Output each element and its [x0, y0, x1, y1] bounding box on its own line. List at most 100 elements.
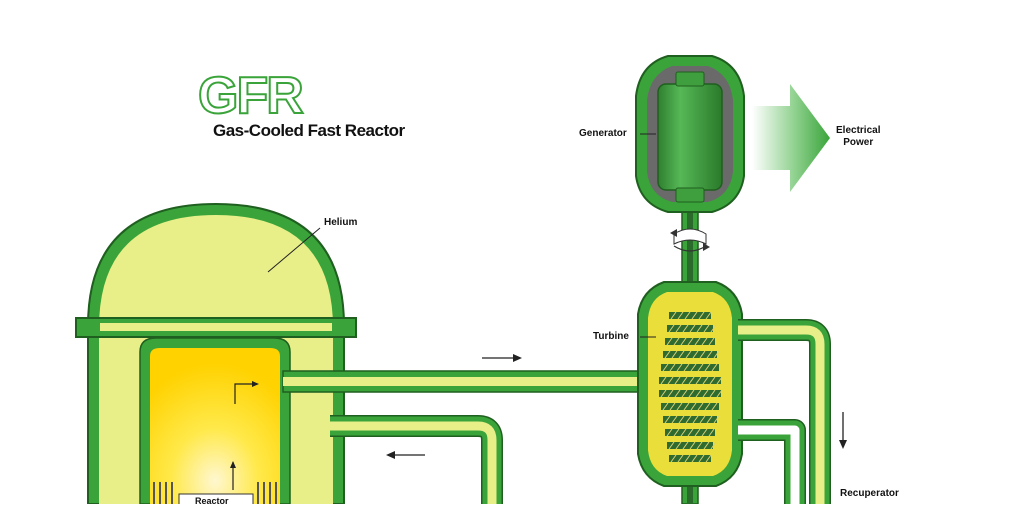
blade-hatch — [678, 350, 685, 359]
blade-hatch — [670, 454, 677, 463]
blade-hatch — [706, 415, 713, 424]
reactor-core — [139, 337, 291, 504]
blade-hatch — [697, 363, 704, 372]
blade-hatch — [684, 311, 691, 320]
blade-hatch — [702, 376, 709, 385]
blade-hatch — [668, 324, 675, 333]
blade-hatch — [688, 389, 695, 398]
blade-hatch — [692, 350, 699, 359]
blade-hatch — [711, 402, 718, 411]
blade-hatch — [716, 376, 723, 385]
blade-hatch — [705, 311, 712, 320]
blade-hatch — [711, 363, 718, 372]
flow-arrow-corner-icon — [234, 383, 256, 404]
gfr-logo: GFR — [197, 66, 305, 126]
blade-hatch — [681, 376, 688, 385]
electrical-power-label: Electrical Power — [836, 125, 881, 148]
blade-hatch — [681, 389, 688, 398]
blade-hatch — [688, 376, 695, 385]
blade-hatch — [689, 441, 696, 450]
blade-hatch — [677, 311, 684, 320]
blade-hatch — [674, 376, 681, 385]
turbine-blade-row — [661, 364, 719, 371]
blade-hatch — [673, 428, 680, 437]
shaft-coupling-icon — [670, 228, 710, 252]
turbine-blade-row — [669, 455, 711, 462]
blade-hatch — [690, 363, 697, 372]
blade-hatch — [699, 350, 706, 359]
blade-hatch — [680, 428, 687, 437]
blade-hatch — [687, 428, 694, 437]
recuperator-loop — [738, 319, 831, 504]
turbine-blade-row — [659, 377, 721, 384]
blade-hatch — [662, 402, 669, 411]
blade-hatch — [685, 415, 692, 424]
blade-hatch — [676, 363, 683, 372]
blade-hatch — [702, 389, 709, 398]
blade-hatch — [699, 415, 706, 424]
blade-hatch — [668, 441, 675, 450]
blade-hatch — [667, 376, 674, 385]
blade-hatch — [675, 324, 682, 333]
turbine-blade-row — [663, 351, 717, 358]
blade-hatch — [706, 350, 713, 359]
turbine-label: Turbine — [593, 331, 629, 342]
blade-hatch — [691, 454, 698, 463]
blade-hatch — [709, 389, 716, 398]
helium-label: Helium — [324, 217, 358, 228]
blade-hatch — [713, 350, 720, 359]
blade-hatch — [666, 428, 673, 437]
blade-hatch — [703, 441, 710, 450]
blade-hatch — [705, 454, 712, 463]
blade-hatch — [692, 415, 699, 424]
blade-hatch — [660, 389, 667, 398]
recuperator-label: Recuperator — [840, 488, 899, 499]
blade-hatch — [689, 324, 696, 333]
blade-hatch — [683, 402, 690, 411]
blade-hatch — [691, 311, 698, 320]
blade-hatch — [676, 402, 683, 411]
blade-hatch — [703, 324, 710, 333]
blade-hatch — [698, 311, 705, 320]
blade-hatch — [685, 350, 692, 359]
blade-hatch — [697, 402, 704, 411]
blade-hatch — [670, 311, 677, 320]
turbine-blades — [659, 311, 723, 463]
turbine — [637, 281, 743, 487]
blade-hatch — [696, 441, 703, 450]
blade-hatch — [669, 363, 676, 372]
blade-hatch — [664, 415, 671, 424]
blade-hatch — [701, 337, 708, 346]
blade-hatch — [680, 337, 687, 346]
blade-hatch — [660, 376, 667, 385]
blade-hatch — [710, 324, 717, 333]
turbine-blade-row — [659, 390, 721, 397]
blade-hatch — [684, 454, 691, 463]
turbine-blade-row — [663, 416, 717, 423]
blade-hatch — [710, 441, 717, 450]
return-duct — [330, 415, 503, 504]
blade-hatch — [671, 415, 678, 424]
blade-hatch — [695, 376, 702, 385]
logo-subtitle: Gas-Cooled Fast Reactor — [213, 121, 405, 140]
flow-arrow-left-icon — [386, 451, 425, 459]
blade-hatch — [673, 337, 680, 346]
blade-hatch — [694, 428, 701, 437]
turbine-blade-row — [667, 325, 713, 332]
blade-hatch — [698, 454, 705, 463]
blade-hatch — [690, 402, 697, 411]
reactor-label-box — [178, 493, 254, 504]
blade-hatch — [682, 324, 689, 333]
blade-hatch — [682, 441, 689, 450]
turbine-blade-row — [661, 403, 719, 410]
blade-hatch — [713, 415, 720, 424]
blade-hatch — [671, 350, 678, 359]
reactor-label: Reactor — [195, 496, 229, 506]
blade-hatch — [709, 376, 716, 385]
blade-hatch — [687, 337, 694, 346]
blade-hatch — [662, 363, 669, 372]
hot-duct — [282, 370, 648, 393]
blade-hatch — [708, 337, 715, 346]
helium-leader-line — [267, 227, 321, 273]
